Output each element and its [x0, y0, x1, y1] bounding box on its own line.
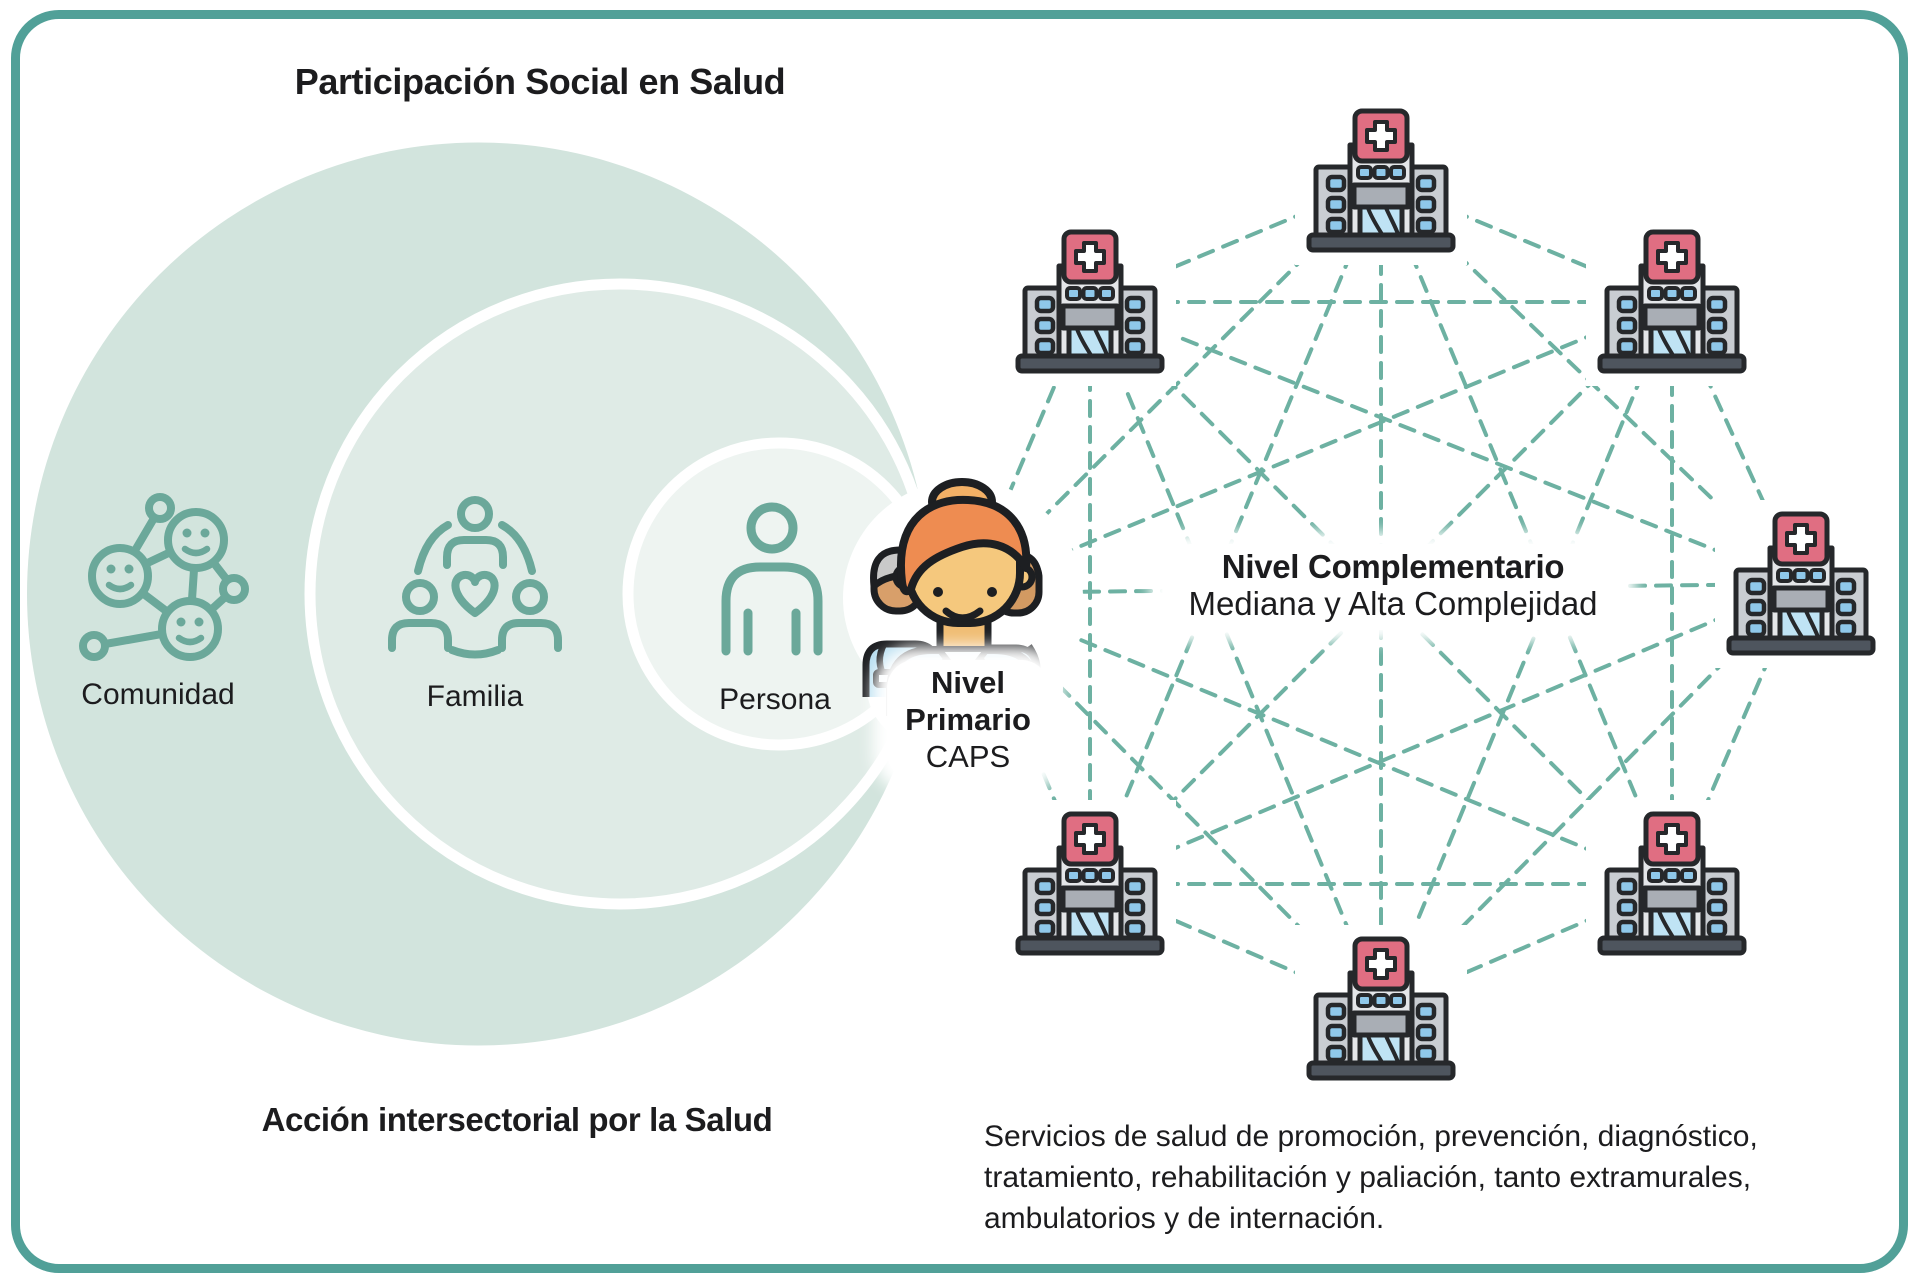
label-familia: Familia [426, 680, 524, 713]
nivel-complementario-line2: Mediana y Alta Complejidad [1188, 585, 1598, 622]
title-participacion-social: Participación Social en Salud [294, 61, 786, 102]
nivel-primario-line1: Nivel [930, 665, 1006, 700]
network-edge [1088, 300, 1674, 886]
services-description: Servicios de salud de promoción, prevenc… [984, 1116, 1758, 1239]
nivel-primario-line2: Primario [905, 702, 1031, 737]
network-edge [1379, 179, 1674, 886]
community-icon [79, 493, 249, 661]
label-persona: Persona [719, 683, 831, 716]
network-edge [1088, 300, 1383, 1011]
network-edge [1088, 582, 1803, 886]
nivel-complementario-line1: Nivel Complementario [1221, 548, 1565, 585]
network-edge [1088, 300, 1674, 886]
hospital-nodes [1004, 97, 1887, 1093]
services-line1: Servicios de salud de promoción, prevenc… [984, 1120, 1758, 1153]
services-line2: tratamiento, rehabilitación y paliación,… [984, 1161, 1752, 1194]
participation-circles [27, 142, 936, 1046]
network-edge [965, 300, 1674, 595]
person-icon [721, 502, 823, 656]
family-icon [388, 496, 562, 659]
network-edge [1379, 300, 1674, 1011]
network-edge [1088, 300, 1803, 586]
health-team-figure [843, 478, 1083, 758]
label-comunidad: Comunidad [81, 678, 235, 711]
label-nivel-primario: Nivel Primario CAPS [887, 660, 1049, 781]
title-accion-intersectorial: Acción intersectorial por la Salud [261, 1101, 773, 1138]
label-nivel-complementario: Nivel Complementario Mediana y Alta Comp… [1162, 544, 1624, 630]
network-edge [965, 591, 1674, 886]
nivel-primario-line3: CAPS [925, 739, 1011, 774]
services-line3: ambulatorios y de internación. [984, 1202, 1385, 1235]
